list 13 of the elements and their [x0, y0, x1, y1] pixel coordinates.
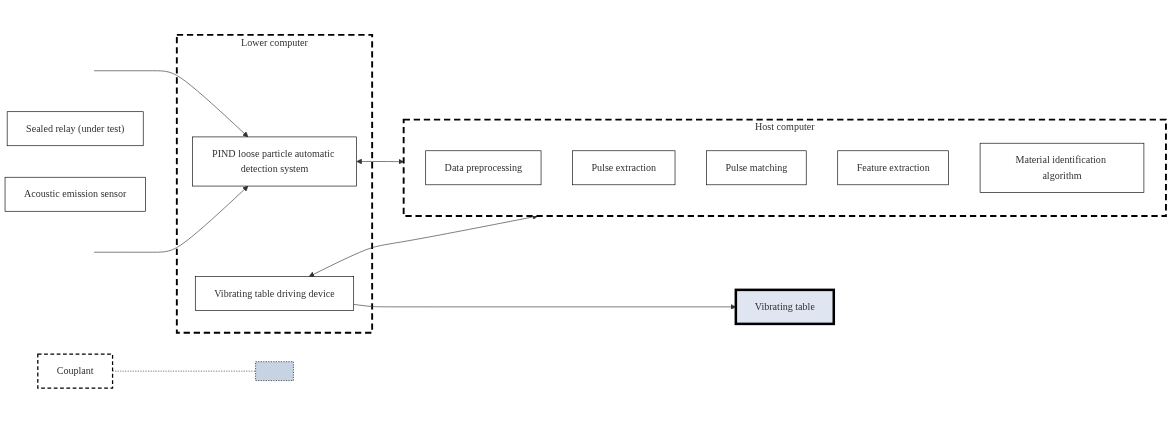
- connector: [112, 370, 256, 372]
- node-box: Vibrating table driving device: [194, 276, 354, 311]
- node-box: Data preprocessing: [425, 150, 542, 186]
- node-box: Acoustic emission sensor: [4, 176, 146, 212]
- node-box: Pulse extraction: [572, 150, 676, 186]
- node-box: Sealed relay (under test): [6, 111, 144, 147]
- node-box: Couplant: [37, 353, 114, 389]
- node-box: Vibrating table: [734, 288, 836, 326]
- node-box: Feature extraction: [837, 150, 949, 186]
- node-box: Pulse matching: [706, 150, 807, 186]
- node-box: Material identification algorithm: [979, 142, 1145, 193]
- node-box: PIND loose particle automatic detection system: [192, 136, 357, 187]
- node-bar: [255, 361, 294, 381]
